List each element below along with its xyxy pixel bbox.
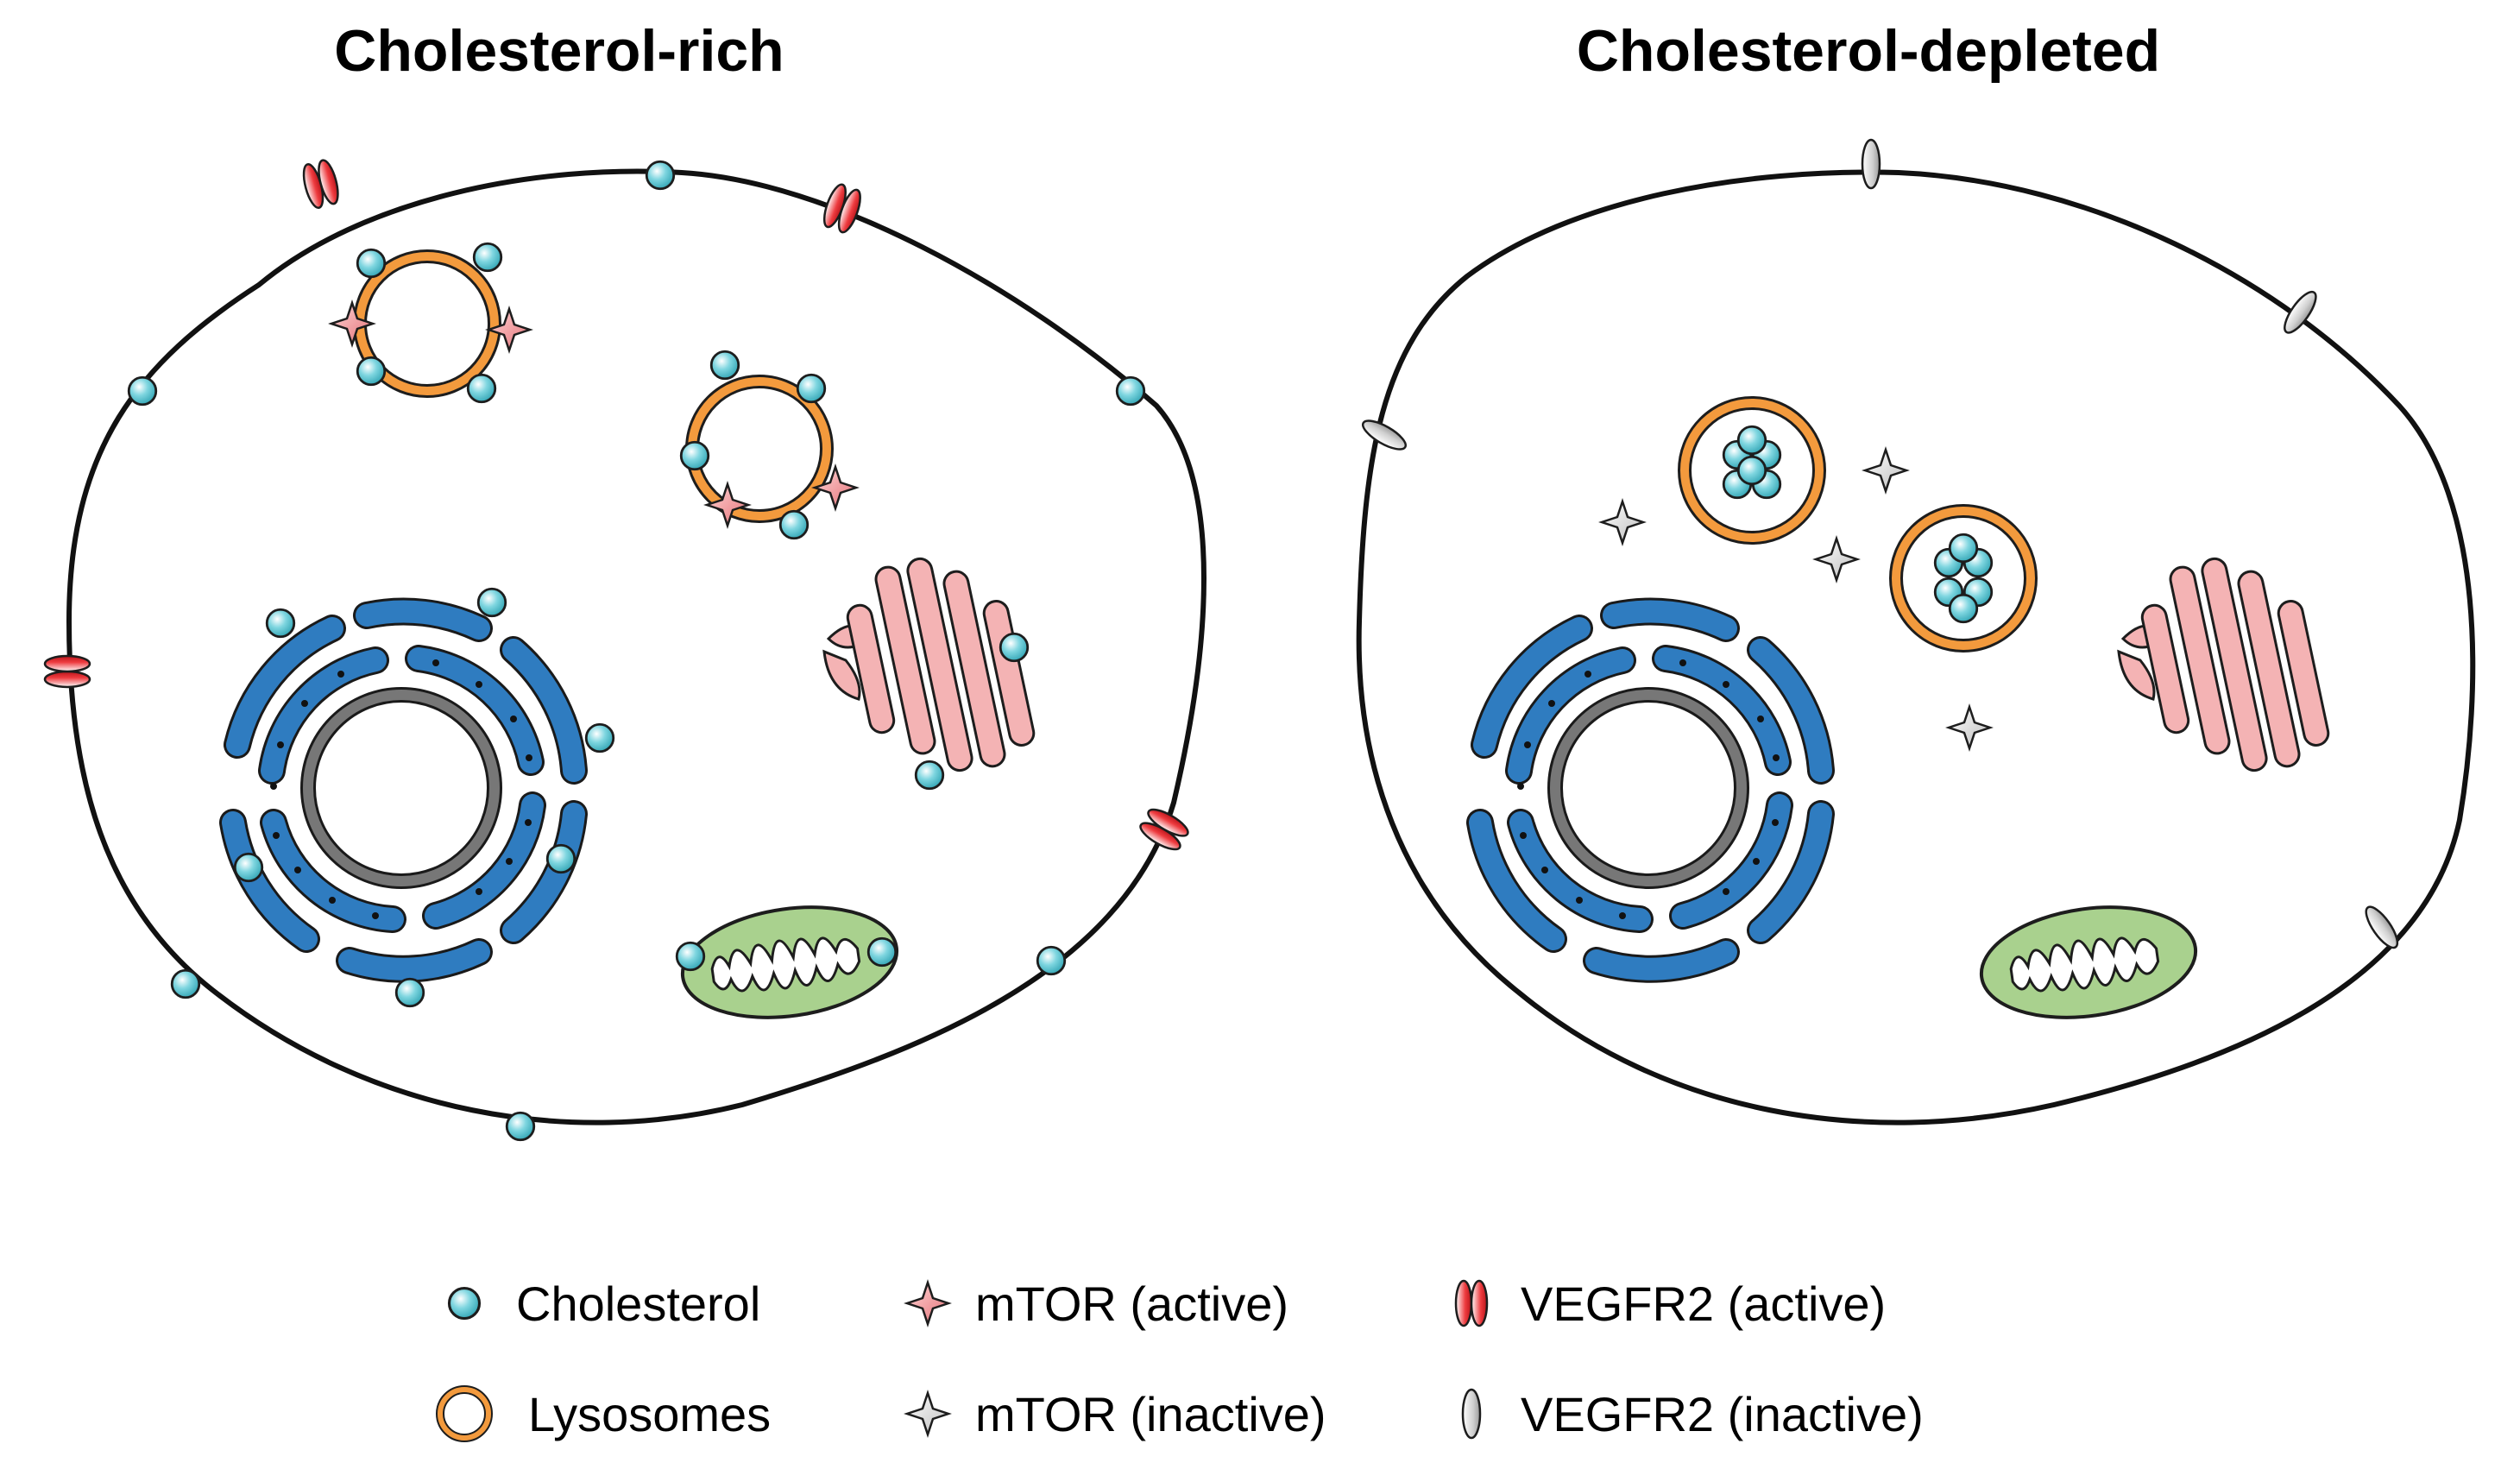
legend-label-mtor-inactive: mTOR (inactive) [975,1387,1326,1441]
legend-label-vegfr2-active: VEGFR2 (active) [1521,1277,1886,1331]
legend-item-mtor-inactive: mTOR (inactive) [905,1387,1326,1441]
panel-title-left: Cholesterol-rich [334,18,784,84]
panel-title-right: Cholesterol-depleted [1577,18,2160,84]
legend-item-cholesterol: Cholesterol [447,1277,760,1331]
legend-item-mtor-active: mTOR (active) [905,1277,1288,1331]
legend-item-vegfr2-inactive: VEGFR2 (inactive) [1461,1387,1924,1441]
mtor-active-icon [905,1281,950,1326]
legend-label-vegfr2-inactive: VEGFR2 (inactive) [1521,1387,1924,1441]
cell-cholesterol-depleted [1356,138,2476,1125]
plasma-membrane-left [66,168,1206,1125]
vegfr2-active-icon [1454,1279,1489,1327]
cell-cholesterol-rich [43,157,1206,1142]
legend-label-cholesterol: Cholesterol [516,1277,760,1331]
legend-item-lysosomes: Lysosomes [436,1385,771,1442]
cholesterol-icon [447,1286,482,1321]
legend-label-mtor-active: mTOR (active) [975,1277,1288,1331]
mtor-inactive-icon [905,1391,950,1436]
legend-label-lysosomes: Lysosomes [528,1387,771,1441]
legend: Cholesterol Lysosomes mTOR (active) mTOR… [436,1277,1924,1442]
lysosome-right-1 [1685,403,1819,538]
vegfr2-inactive-icon [1461,1388,1482,1440]
lysosome-icon [436,1385,493,1442]
legend-item-vegfr2-active: VEGFR2 (active) [1454,1277,1886,1331]
lysosome-right-2 [1896,511,2031,646]
